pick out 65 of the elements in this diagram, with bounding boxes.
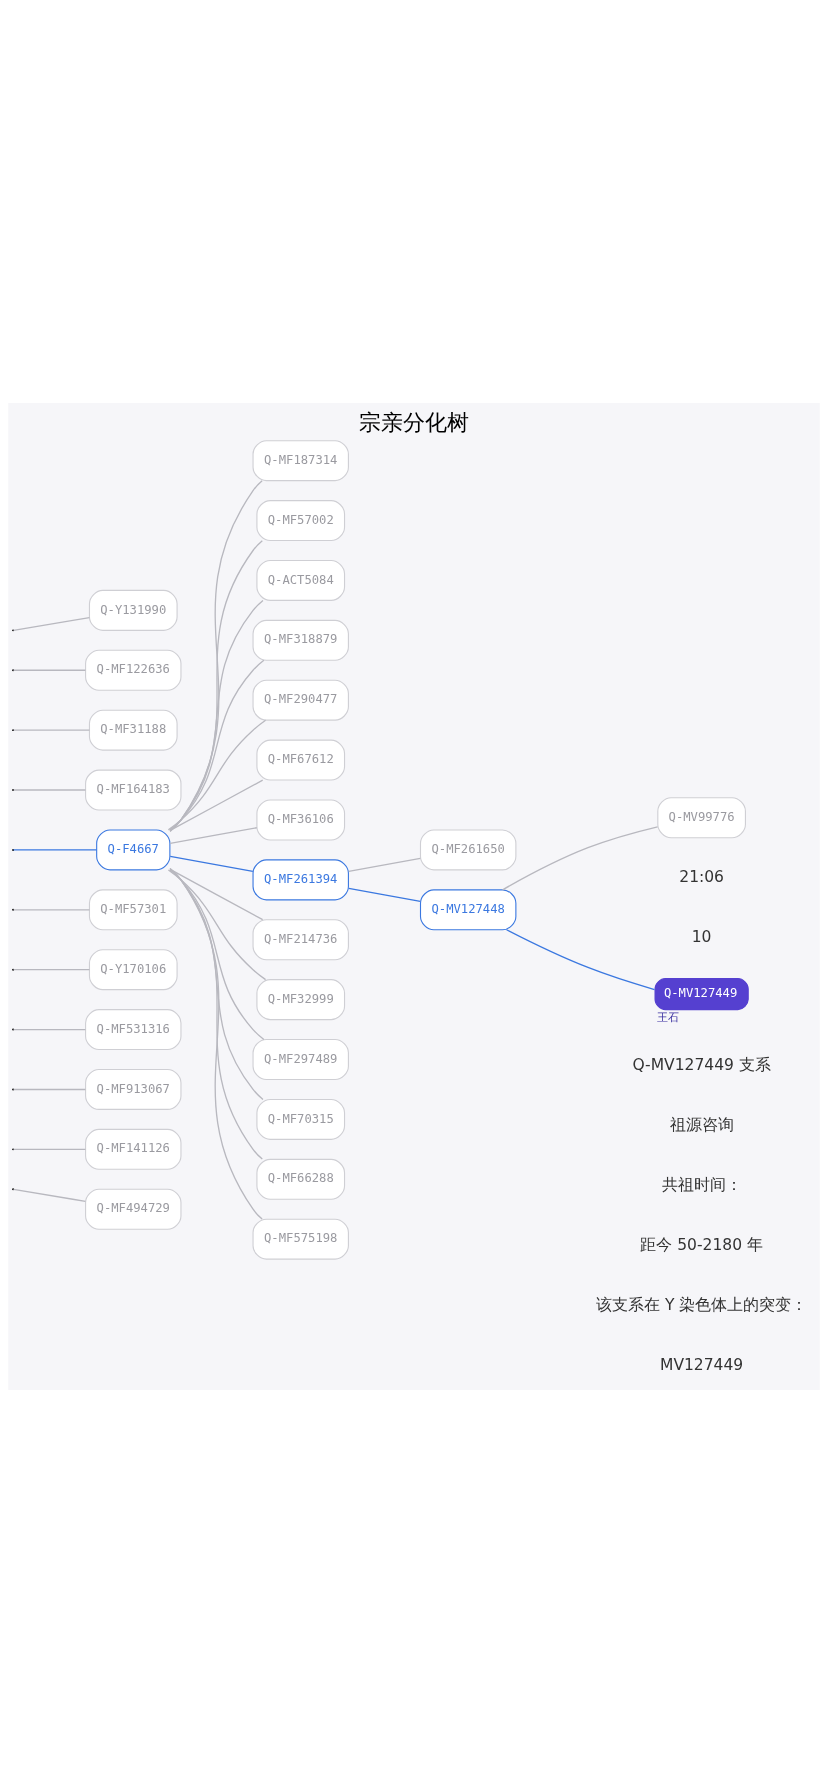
- node-box: Q-MF261650: [419, 828, 517, 870]
- node-box: Q-ACT5084: [256, 559, 346, 601]
- connector: [167, 868, 267, 980]
- node-box: Q-MF36106: [256, 798, 346, 840]
- node-box: Q-MF70315: [256, 1098, 346, 1140]
- label: 距今 50-2180 年: [640, 1235, 763, 1254]
- label: 该支系在 Y 染色体上的突变：: [595, 1295, 808, 1314]
- node-label: 王石: [657, 1010, 680, 1024]
- connector: [12, 968, 91, 970]
- connector: [12, 908, 91, 910]
- label: 10: [691, 927, 712, 946]
- node-box: Q-F4667: [96, 828, 171, 870]
- node-box: Q-MF32999: [256, 978, 346, 1020]
- label: Q-MV127449 支系: [632, 1055, 771, 1074]
- node-box: Q-MF575198: [252, 1218, 349, 1260]
- connector: [12, 729, 91, 731]
- connector: [12, 1028, 87, 1030]
- node-box: Q-MF913067: [85, 1068, 182, 1110]
- node-box: Q-MV127448: [419, 888, 517, 930]
- node-box: Q-MF214736: [252, 918, 349, 960]
- connector: [12, 788, 87, 791]
- connector: [12, 616, 91, 631]
- diagram-title: 宗亲分化树: [359, 408, 469, 435]
- node-box: Q-MF122636: [85, 649, 182, 691]
- connector: [169, 539, 263, 832]
- node-box: Q-MF297489: [252, 1038, 349, 1080]
- node-box: Q-MF531316: [85, 1008, 182, 1050]
- connector: [12, 1148, 87, 1150]
- connector: [169, 868, 264, 1100]
- connector: [169, 868, 265, 1040]
- connector: [348, 887, 421, 902]
- connector: [169, 826, 258, 844]
- node-box: Q-Y170106: [88, 948, 178, 990]
- connector: [12, 669, 87, 671]
- connector: [12, 1188, 87, 1202]
- node-box: Q-MF187314: [252, 439, 349, 481]
- connector: [12, 1088, 87, 1090]
- connector: [169, 479, 263, 832]
- connector: [169, 867, 263, 1220]
- connector: [167, 719, 267, 831]
- label: 共祖时间：: [661, 1175, 742, 1194]
- node-box: Q-MV99776: [657, 796, 746, 838]
- node-box: Q-MF494729: [85, 1188, 182, 1230]
- connector: [169, 599, 264, 831]
- node-box: Q-MF290477: [252, 679, 349, 721]
- node-box: Q-MF261394: [252, 858, 349, 900]
- connector: [169, 867, 263, 1160]
- node-box: Q-MF31188: [88, 709, 178, 751]
- connector: [169, 659, 265, 831]
- node-box: Q-MF57301: [88, 888, 178, 930]
- label: MV127449: [660, 1355, 744, 1374]
- connector: [12, 848, 98, 851]
- label: 21:06: [679, 867, 724, 886]
- node-box: Q-MF67612: [256, 739, 346, 781]
- label: 祖源咨询: [669, 1115, 734, 1134]
- connector: [348, 857, 421, 872]
- connector: [501, 825, 659, 890]
- node-box: Q-MF164183: [85, 769, 182, 811]
- node-box: Q-MF66288: [256, 1158, 346, 1200]
- connector: [505, 928, 656, 990]
- connector: [169, 855, 254, 872]
- node-box: Q-MF318879: [252, 619, 349, 661]
- node-box: Q-MF57002: [256, 499, 346, 541]
- node-box: Q-Y131990: [88, 589, 178, 631]
- node-box: Q-MF141126: [85, 1128, 182, 1170]
